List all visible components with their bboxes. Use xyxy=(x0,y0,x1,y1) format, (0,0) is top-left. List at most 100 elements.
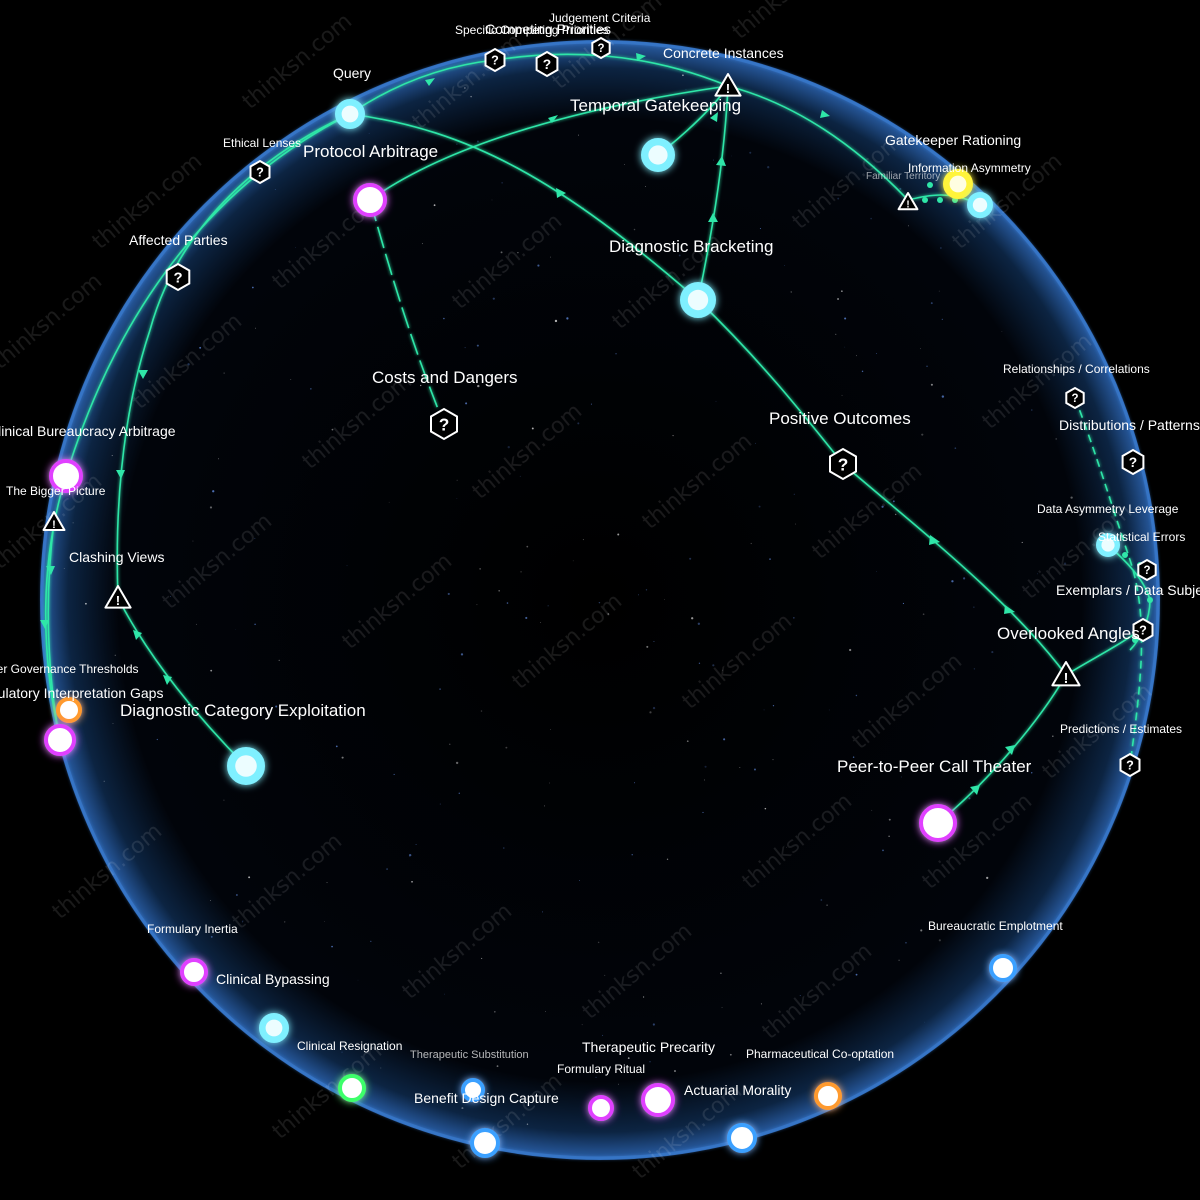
label-judgement-criteria: Judgement Criteria xyxy=(549,11,651,25)
label-statistical-errors: Statistical Errors xyxy=(1098,530,1185,544)
arrowhead xyxy=(1004,605,1015,614)
node-therapeutic-precarity[interactable] xyxy=(641,1083,675,1117)
arrowhead xyxy=(138,370,148,379)
node-clinical-bypassing[interactable] xyxy=(180,958,208,986)
label-pharmaceutical-cooptation: Pharmaceutical Co-optation xyxy=(746,1047,894,1061)
svg-text:?: ? xyxy=(1126,759,1134,773)
node-information-asymmetry[interactable] xyxy=(943,169,973,199)
question-hex-icon[interactable]: ? xyxy=(1121,448,1145,476)
question-hex-icon[interactable]: ? xyxy=(249,159,271,185)
svg-text:!: ! xyxy=(52,519,56,531)
star xyxy=(750,542,752,545)
star xyxy=(941,318,943,320)
star xyxy=(828,709,830,711)
warning-triangle-icon[interactable]: ! xyxy=(897,192,919,210)
node-diagnostic-category[interactable] xyxy=(227,747,265,785)
question-hex-icon[interactable]: ? xyxy=(1065,386,1085,410)
warning-triangle-icon[interactable]: ! xyxy=(104,585,132,609)
question-hex-icon[interactable]: ? xyxy=(165,262,191,292)
question-hex-icon[interactable]: ? xyxy=(484,47,506,73)
question-hex-icon[interactable]: ? xyxy=(1119,752,1141,778)
star xyxy=(582,539,584,541)
star xyxy=(235,894,238,897)
node-temporal-gatekeeping[interactable] xyxy=(641,138,675,172)
star xyxy=(758,505,761,508)
star xyxy=(331,945,333,948)
question-hex-icon[interactable]: ? xyxy=(591,36,611,60)
star xyxy=(223,799,225,801)
star xyxy=(577,422,580,425)
question-hex-icon[interactable]: ? xyxy=(829,447,857,481)
star xyxy=(456,498,458,499)
label-protocol-arbitrage: Protocol Arbitrage xyxy=(303,142,438,161)
label-competing-priorities: Competing Priorities xyxy=(485,21,611,37)
node-regulatory-gaps[interactable] xyxy=(44,724,76,756)
node-actuarial-morality[interactable] xyxy=(727,1123,757,1153)
star xyxy=(409,856,410,857)
star xyxy=(731,155,733,157)
node-bureaucratic-emplotment[interactable] xyxy=(989,954,1017,982)
warning-triangle-icon[interactable]: ! xyxy=(714,73,742,97)
warning-triangle-icon[interactable]: ! xyxy=(42,511,66,531)
star-field xyxy=(63,74,1111,1125)
star xyxy=(855,973,858,976)
star xyxy=(368,132,370,134)
node-clinical-resignation[interactable] xyxy=(259,1013,289,1043)
label-layer: Query Specific Competing Priorities Comp… xyxy=(0,11,1200,1106)
node-layer[interactable] xyxy=(44,99,1120,1158)
node-therapeutic-sub-2[interactable] xyxy=(461,1078,485,1102)
label-therapeutic-substitution: Therapeutic Substitution xyxy=(410,1049,529,1061)
node-insurer-governance[interactable] xyxy=(56,697,82,723)
node-statistical-errors[interactable] xyxy=(1096,533,1120,557)
star xyxy=(537,264,540,267)
node-query[interactable] xyxy=(335,99,365,129)
node-clinical-bureaucracy[interactable] xyxy=(49,459,83,493)
star xyxy=(195,623,197,625)
star xyxy=(712,664,715,667)
label-affected-parties: Affected Parties xyxy=(129,232,228,248)
node-protocol-arbitrage[interactable] xyxy=(353,183,387,217)
svg-text:?: ? xyxy=(543,57,551,72)
arrowhead xyxy=(116,470,125,479)
question-hex-icon[interactable]: ? xyxy=(1137,558,1157,582)
node-therapeutic-substitution[interactable] xyxy=(338,1074,366,1102)
star xyxy=(460,653,464,656)
edge-outer-left-down xyxy=(44,475,67,741)
question-hex-icon[interactable]: ? xyxy=(535,50,559,78)
star xyxy=(72,522,74,524)
star xyxy=(926,365,928,368)
star xyxy=(649,711,652,714)
star xyxy=(783,264,785,266)
star xyxy=(566,317,569,320)
star xyxy=(841,290,843,292)
node-formulary-ritual[interactable] xyxy=(588,1095,614,1121)
warning-triangle-icon[interactable]: ! xyxy=(1051,661,1081,687)
star xyxy=(870,217,872,220)
node-pharmaceutical-cooptation[interactable] xyxy=(814,1082,842,1110)
star xyxy=(835,333,837,336)
star xyxy=(335,745,338,748)
edge-positive-warning xyxy=(842,463,1067,676)
star xyxy=(526,1123,529,1125)
node-peer-to-peer[interactable] xyxy=(919,804,957,842)
star xyxy=(900,776,902,778)
star xyxy=(799,994,801,997)
star xyxy=(876,352,878,354)
star xyxy=(408,853,412,857)
node-diagnostic-bracketing[interactable] xyxy=(680,282,716,318)
node-familiar-territory[interactable] xyxy=(967,192,993,218)
star xyxy=(615,353,617,355)
cluster-dot xyxy=(1147,597,1153,603)
question-hex-markers[interactable]: ???????????? xyxy=(165,36,1157,778)
star xyxy=(682,74,684,77)
arrowhead xyxy=(636,53,646,61)
question-hex-icon[interactable]: ? xyxy=(1132,617,1154,643)
star xyxy=(481,957,483,960)
warning-markers[interactable]: !!!!! xyxy=(42,73,1081,687)
arrowhead xyxy=(548,115,558,123)
star xyxy=(480,710,483,712)
label-predictions-estimates: Predictions / Estimates xyxy=(1060,722,1182,736)
question-hex-icon[interactable]: ? xyxy=(430,407,458,441)
node-benefit-design[interactable] xyxy=(470,1128,500,1158)
